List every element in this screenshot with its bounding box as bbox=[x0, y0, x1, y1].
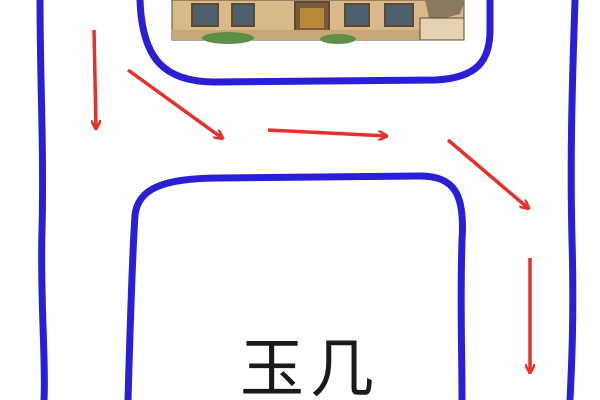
lower-block-outline bbox=[124, 172, 466, 400]
red-arrow bbox=[126, 68, 222, 138]
red-arrow bbox=[446, 138, 528, 208]
red-arrow bbox=[94, 29, 96, 128]
house-illustration bbox=[171, 0, 465, 44]
outer-road-line bbox=[36, 0, 48, 400]
top-block-outline bbox=[136, 0, 494, 86]
red-arrow bbox=[267, 128, 386, 136]
right-road-line bbox=[566, 0, 579, 400]
center-caption: 玉几 bbox=[240, 333, 380, 400]
